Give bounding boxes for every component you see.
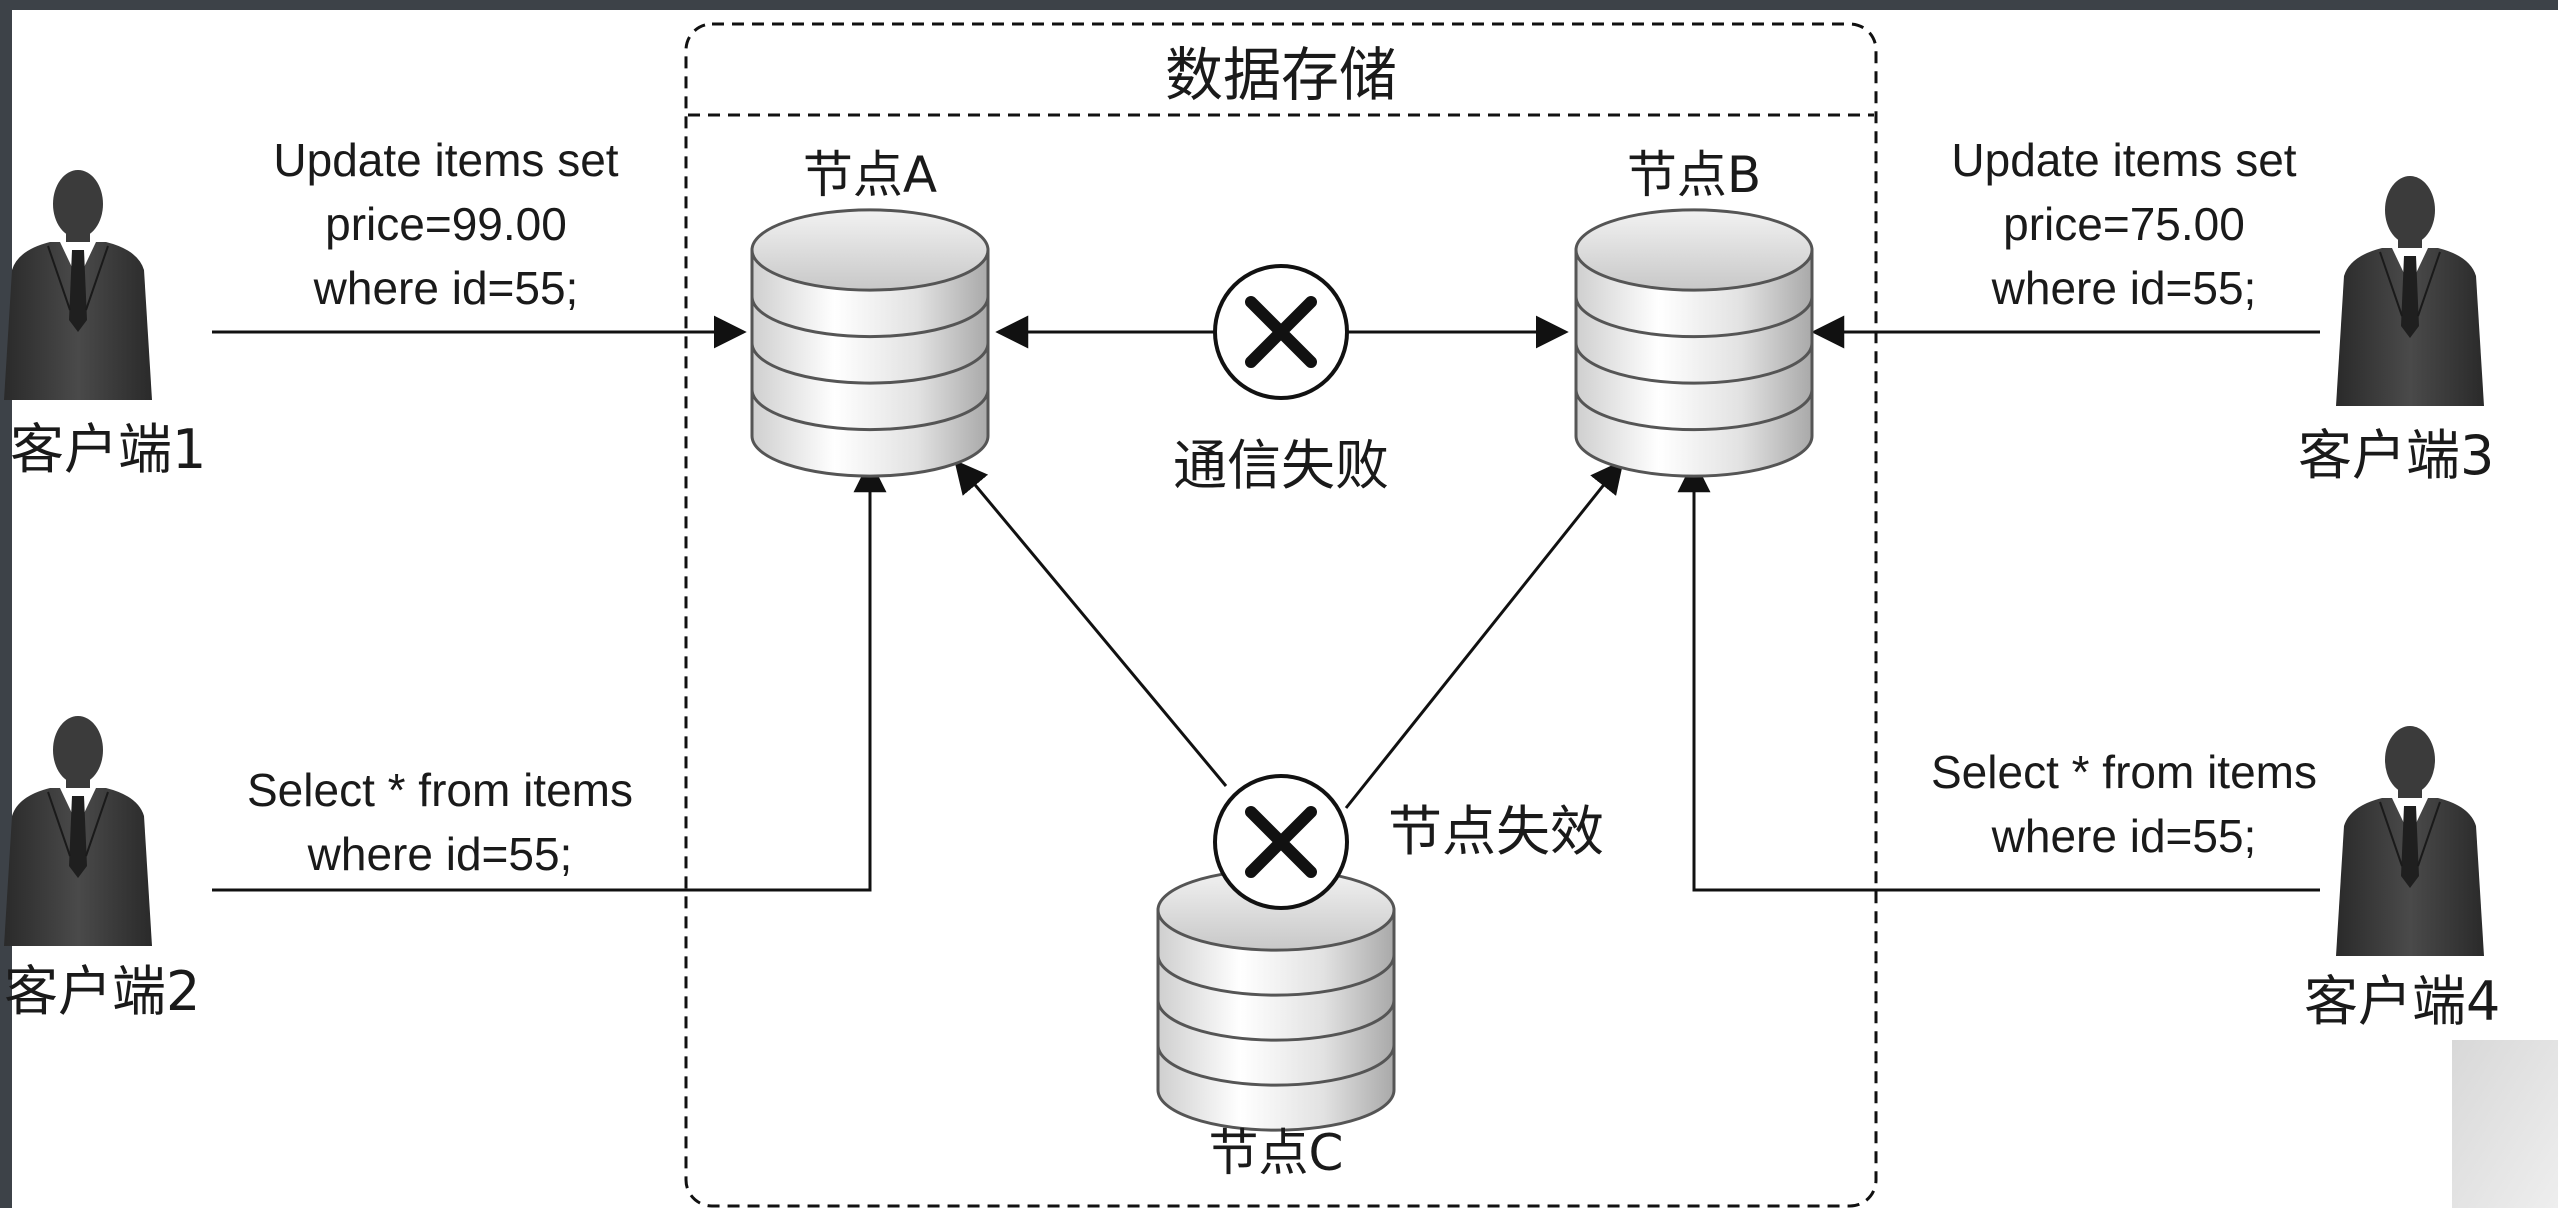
client4-avatar-icon <box>2336 726 2484 956</box>
client1-label: 客户端1 <box>10 418 206 481</box>
corner-overlay <box>2452 1040 2558 1208</box>
client1-query-line: where id=55; <box>313 262 579 314</box>
client1-query-line: Update items set <box>273 134 618 186</box>
arrow-client4-to-node-b <box>1677 459 2320 892</box>
client3-avatar-icon <box>2336 176 2484 406</box>
connections <box>212 315 2320 892</box>
storage-container: 数据存储 <box>684 22 1878 1208</box>
client4-query-line: Select * from items <box>1931 746 2317 798</box>
node-a-label: 节点A <box>803 146 937 204</box>
client2-query-line: where id=55; <box>307 828 573 880</box>
client4-query: Select * from items where id=55; <box>1931 746 2317 862</box>
client2-query-line: Select * from items <box>247 764 633 816</box>
client3-label: 客户端3 <box>2298 424 2494 487</box>
client2-label: 客户端2 <box>4 960 200 1023</box>
node-c-database-icon <box>1156 868 1396 1132</box>
storage-title: 数据存储 <box>1165 41 1397 109</box>
node-failure-icon <box>1213 774 1349 910</box>
client3-query-line: Update items set <box>1951 134 2296 186</box>
client3-query: Update items set price=75.00 where id=55… <box>1951 134 2296 314</box>
client2-avatar-icon <box>4 716 152 946</box>
client4-query-line: where id=55; <box>1991 810 2257 862</box>
node-b-database-icon <box>1574 208 1814 478</box>
client1-avatar-icon <box>4 170 152 400</box>
arrow-node-c-to-node-a <box>954 459 1228 787</box>
client4-label: 客户端4 <box>2304 970 2500 1033</box>
client3-query-line: where id=55; <box>1991 262 2257 314</box>
client2-query: Select * from items where id=55; <box>247 764 633 880</box>
communication-failure-icon <box>1213 264 1349 400</box>
communication-failure-label: 通信失败 <box>1173 434 1389 497</box>
arrow-client2-to-node-a <box>212 459 887 892</box>
client1-query-line: price=99.00 <box>325 198 567 250</box>
client3-query-line: price=75.00 <box>2003 198 2245 250</box>
node-c-label: 节点C <box>1209 1124 1344 1182</box>
client1-query: Update items set price=99.00 where id=55… <box>273 134 618 314</box>
arrow-node-c-to-node-b <box>1344 459 1624 809</box>
node-failure-label: 节点失效 <box>1388 800 1604 863</box>
node-a-database-icon <box>750 208 990 478</box>
node-b-label: 节点B <box>1627 146 1761 204</box>
